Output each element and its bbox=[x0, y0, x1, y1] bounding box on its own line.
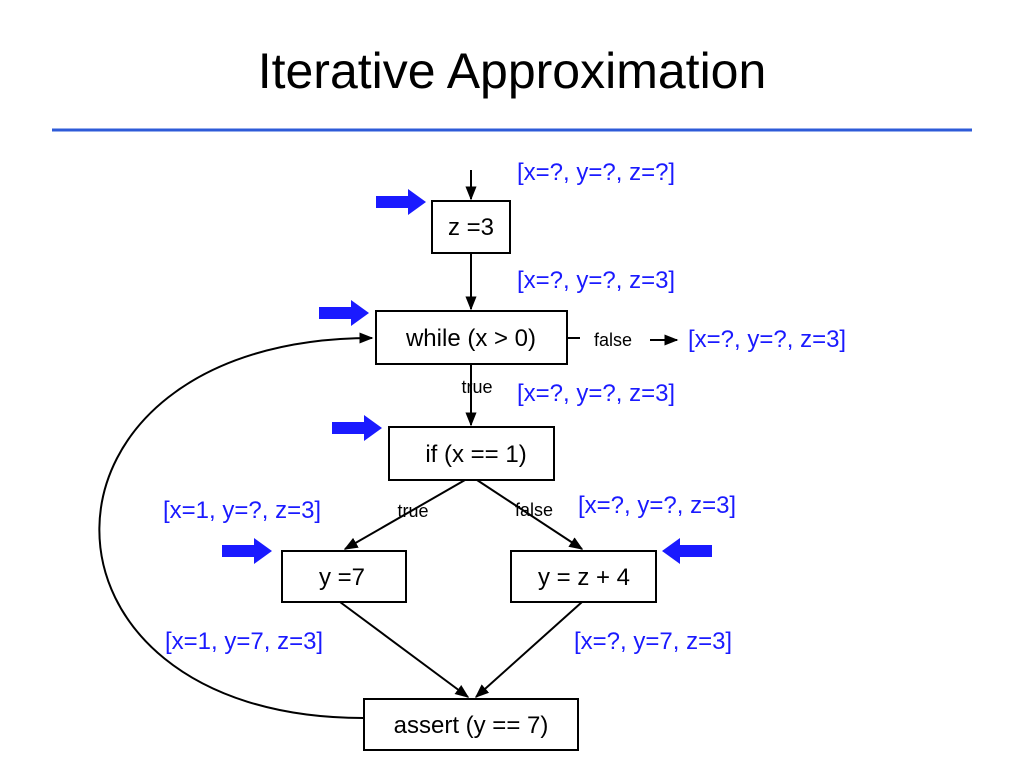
right-arrow-icon bbox=[332, 415, 382, 441]
edge-if-false bbox=[476, 479, 584, 550]
edge-label-if-false: false bbox=[515, 500, 553, 520]
node-assign-z-label: z =3 bbox=[448, 214, 494, 241]
page-title: Iterative Approximation bbox=[258, 43, 767, 99]
right-arrow-icon bbox=[222, 538, 272, 564]
state-if-true: [x=1, y=?, z=3] bbox=[163, 497, 321, 524]
edge-label-while-false: false bbox=[594, 330, 632, 350]
edge-label-if-true: true bbox=[397, 501, 428, 521]
right-arrow-icon bbox=[376, 189, 426, 215]
edge-label-while-true: true bbox=[461, 377, 492, 397]
node-assign-yz4 bbox=[510, 550, 657, 603]
edge-if-true bbox=[343, 479, 466, 550]
right-arrow-icon bbox=[319, 300, 369, 326]
node-while-label: while (x > 0) bbox=[405, 325, 536, 352]
state-after-z: [x=?, y=?, z=3] bbox=[517, 267, 675, 294]
state-entry: [x=?, y=?, z=?] bbox=[517, 159, 675, 186]
state-if-false: [x=?, y=?, z=3] bbox=[578, 492, 736, 519]
node-assign-y7-label: y =7 bbox=[319, 564, 365, 591]
node-if-label: if (x == 1) bbox=[425, 441, 526, 468]
node-assign-z bbox=[431, 200, 511, 254]
state-after-y7: [x=1, y=7, z=3] bbox=[165, 628, 323, 655]
edge-yz4-to-assert bbox=[474, 601, 583, 698]
edge-loop-back bbox=[98, 332, 374, 719]
state-while-exit: [x=?, y=?, z=3] bbox=[688, 326, 846, 353]
state-after-yz4: [x=?, y=7, z=3] bbox=[574, 628, 732, 655]
node-assert bbox=[363, 698, 579, 751]
node-while bbox=[375, 310, 568, 365]
edge-y7-to-assert bbox=[339, 601, 470, 698]
node-assert-label: assert (y == 7) bbox=[394, 712, 549, 739]
state-while-body: [x=?, y=?, z=3] bbox=[517, 380, 675, 407]
node-assign-y7 bbox=[281, 550, 407, 603]
left-arrow-icon bbox=[662, 538, 712, 564]
node-if bbox=[388, 426, 555, 481]
node-assign-yz4-label: y = z + 4 bbox=[538, 564, 630, 591]
